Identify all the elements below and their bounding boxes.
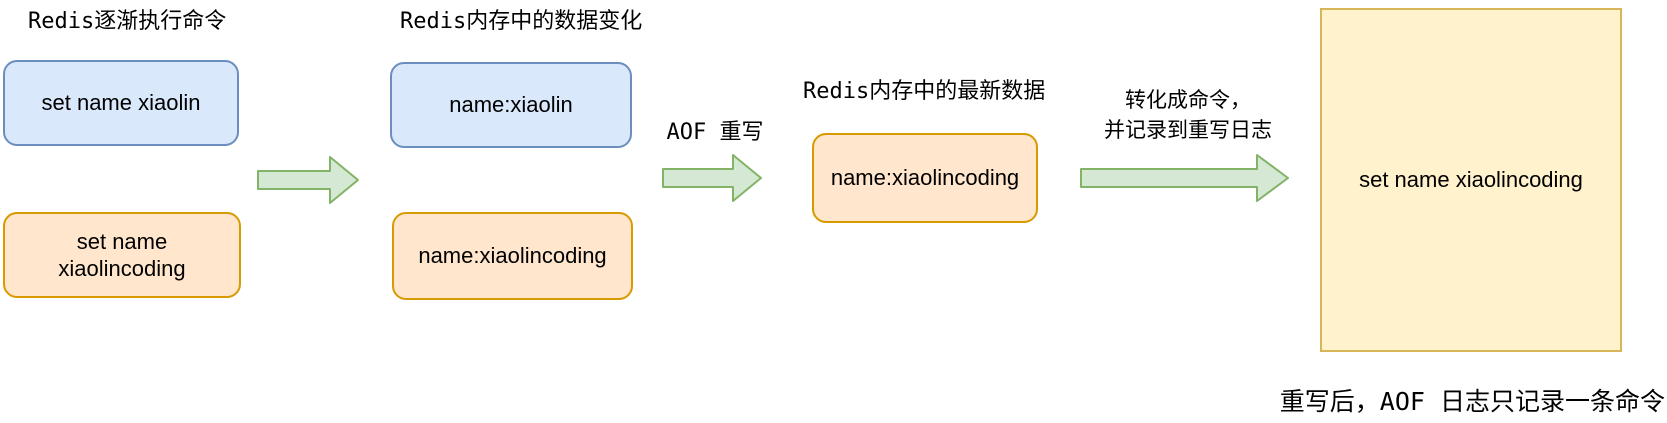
latest-memory-title: Redis内存中的最新数据 <box>803 79 1046 104</box>
memory-box-name-xiaolincoding: name:xiaolincoding <box>392 212 633 300</box>
convert-to-command-label: 转化成命令， 并记录到重写日志 <box>1104 88 1272 142</box>
executed-commands-title: Redis逐渐执行命令 <box>28 9 227 34</box>
latest-memory-box-name-xiaolincoding: name:xiaolincoding <box>812 133 1038 223</box>
flow-arrow-1-icon <box>257 156 359 204</box>
memory-changes-title: Redis内存中的数据变化 <box>400 9 643 34</box>
flow-arrow-3-icon <box>1080 154 1289 202</box>
rewrite-log-box-set-name-xiaolincoding: set name xiaolincoding <box>1320 8 1622 352</box>
aof-rewrite-label: AOF 重写 <box>666 120 764 145</box>
memory-box-name-xiaolin: name:xiaolin <box>390 62 632 148</box>
flow-arrow-2-icon <box>662 154 762 202</box>
command-box-set-name-xiaolin: set name xiaolin <box>3 60 239 146</box>
command-box-set-name-xiaolincoding: set name xiaolincoding <box>3 212 241 298</box>
footer-note: 重写后，AOF 日志只记录一条命令 <box>1279 387 1665 416</box>
